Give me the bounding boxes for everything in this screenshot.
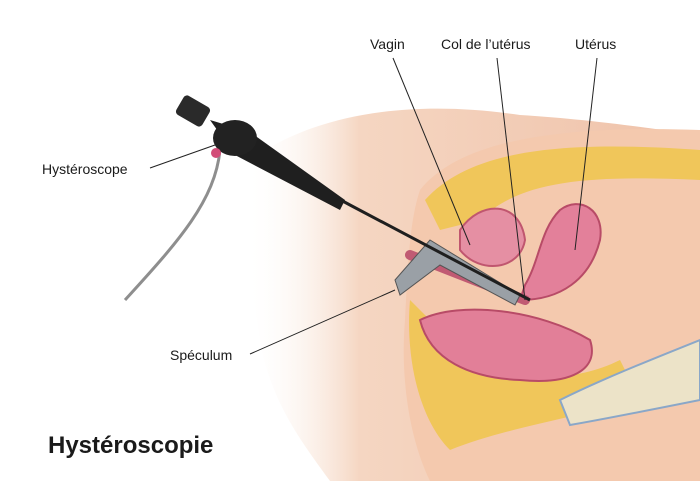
leader-uterus — [574, 57, 598, 251]
bladder — [459, 207, 527, 267]
uterus — [518, 203, 602, 302]
label-hysteroscope: Hystéroscope — [42, 161, 128, 177]
leader-col — [496, 57, 526, 301]
label-col-uterus: Col de l’utérus — [441, 36, 531, 52]
leader-lines — [149, 57, 598, 355]
hysteroscope-handle — [213, 120, 257, 156]
hysteroscope-cable — [123, 149, 222, 302]
hysteroscope-eyepiece — [175, 95, 211, 127]
leader-hysteroscope — [149, 144, 216, 169]
figure-title: Hystéroscopie — [48, 432, 214, 459]
fat-layer — [425, 146, 700, 230]
leader-speculum — [249, 289, 396, 355]
label-uterus: Utérus — [575, 36, 617, 52]
leader-vagin — [392, 57, 471, 246]
label-vagin: Vagin — [370, 36, 405, 52]
sacrum — [558, 338, 700, 427]
hysteroscope-valve — [211, 148, 221, 158]
speculum — [394, 239, 521, 306]
label-speculum: Spéculum — [170, 347, 233, 363]
rectum — [418, 308, 593, 382]
